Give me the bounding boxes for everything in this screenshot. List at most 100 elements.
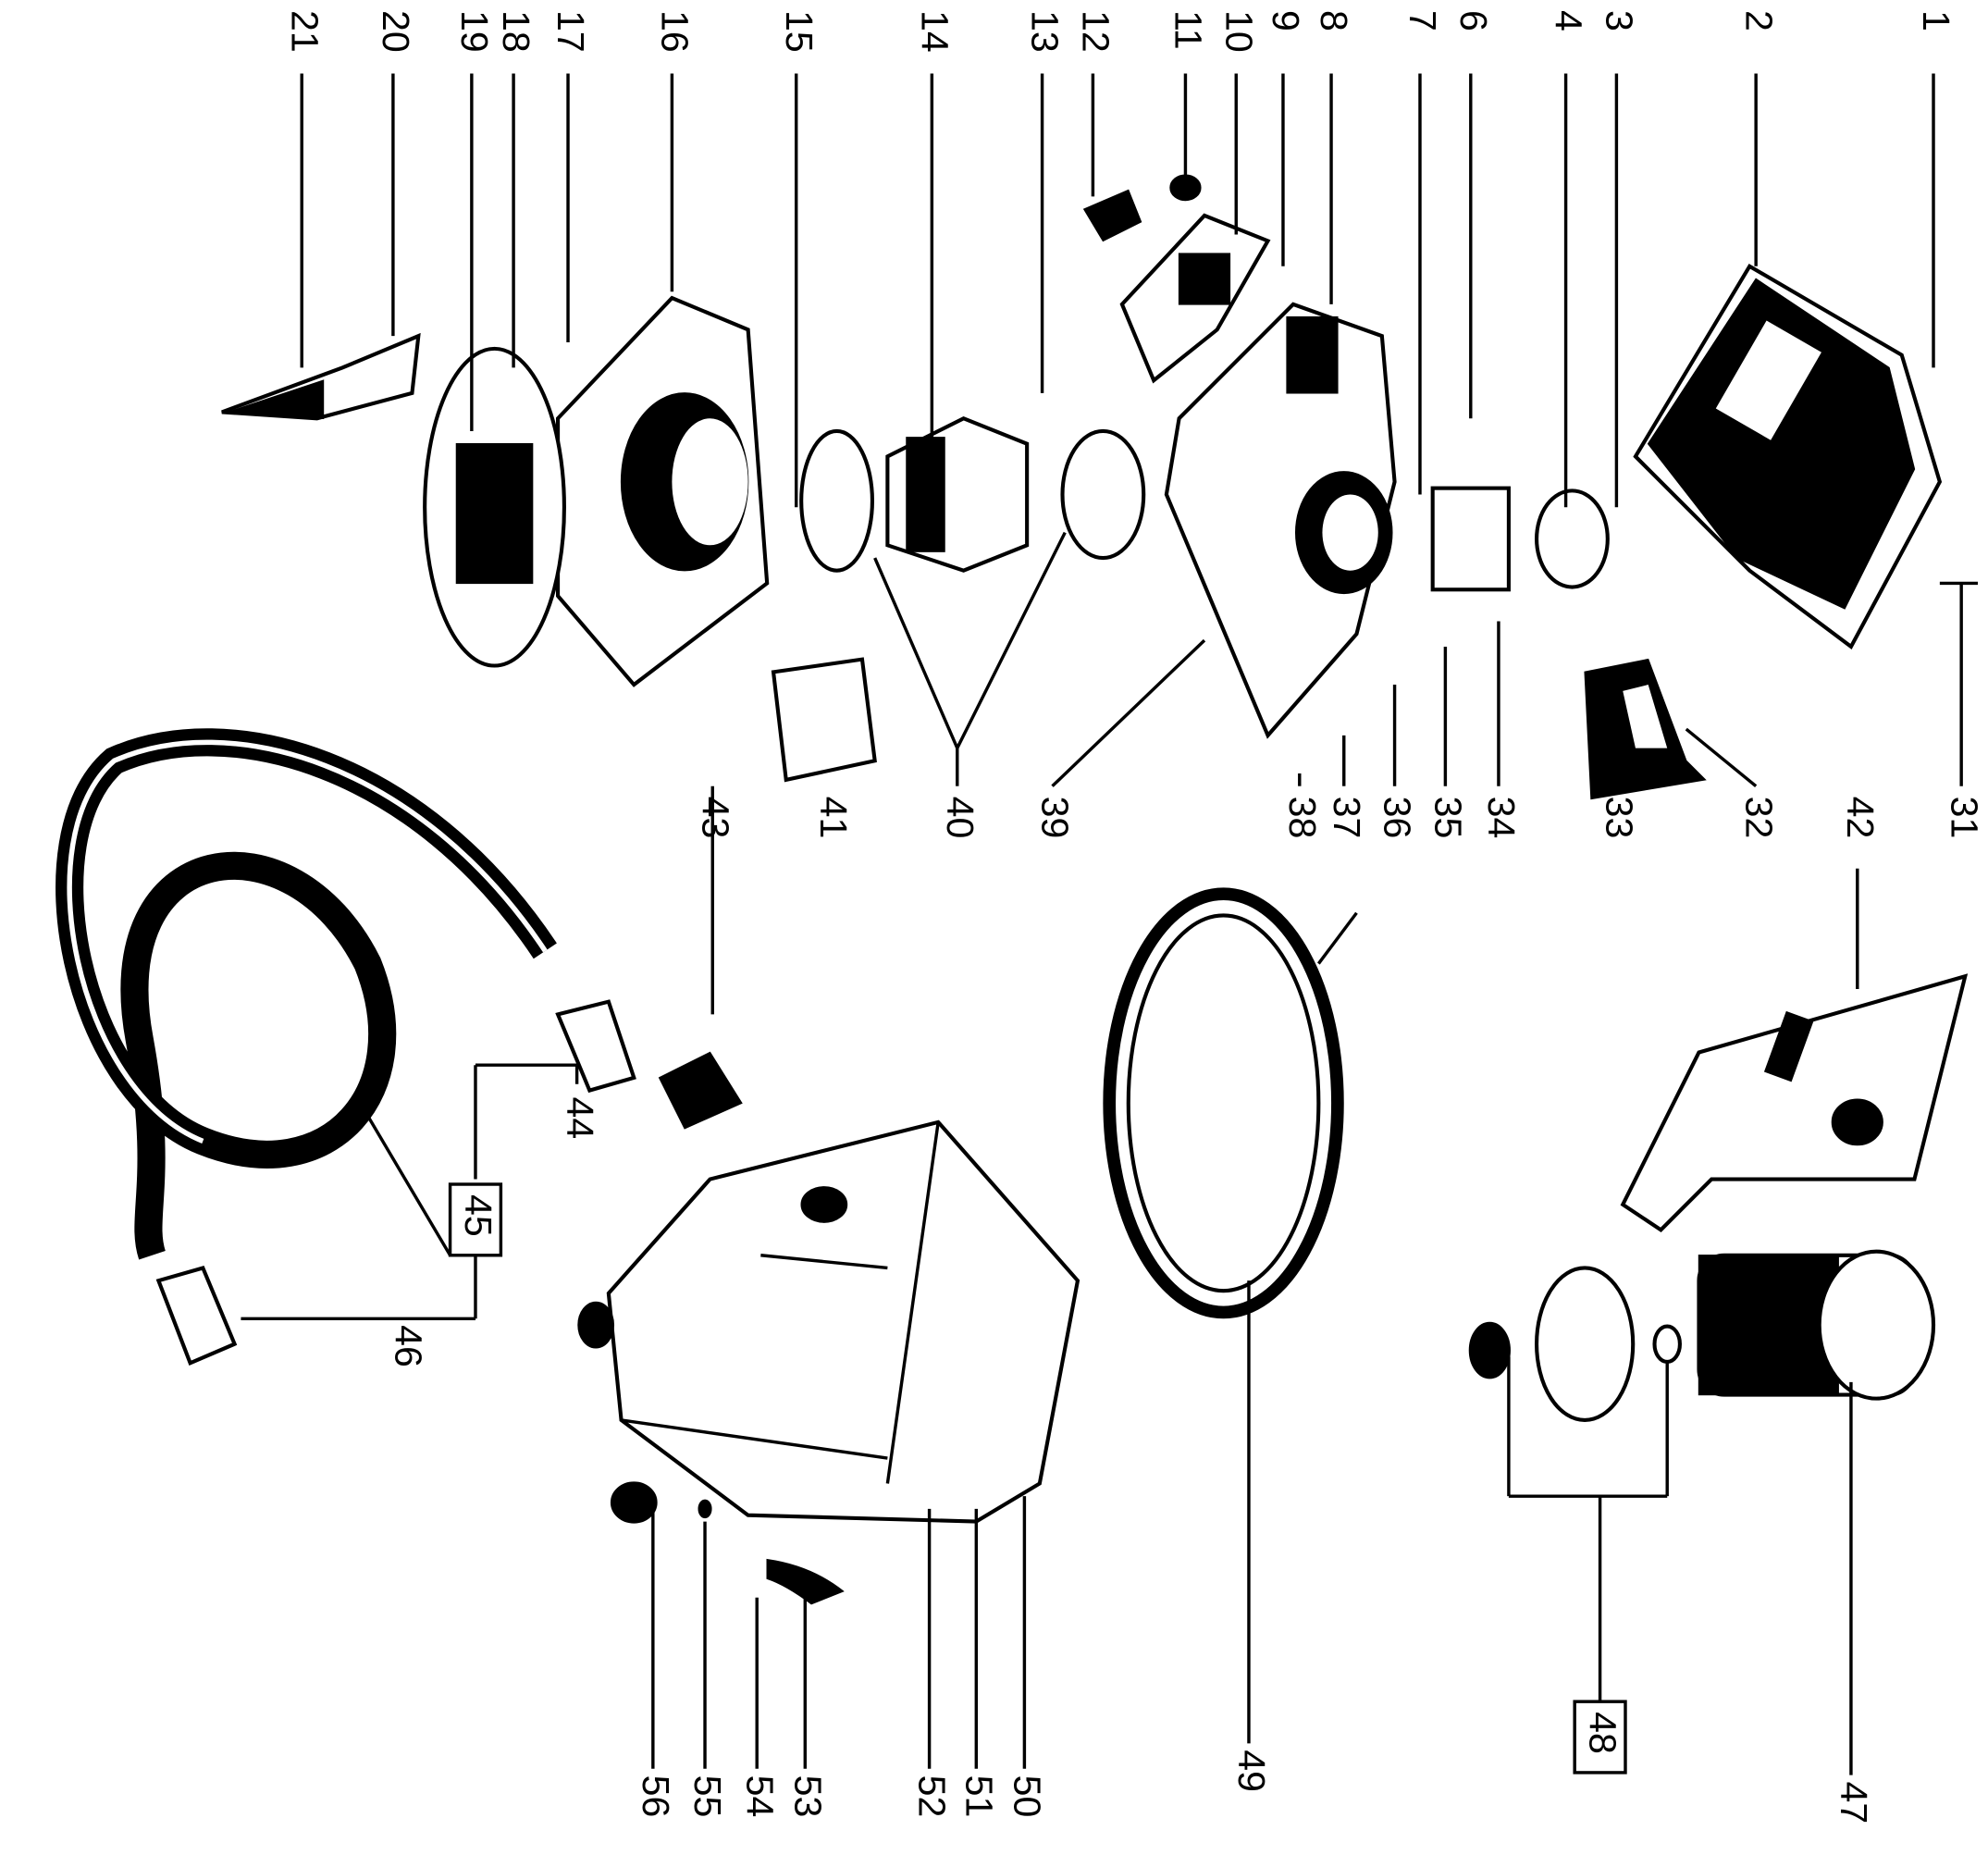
- part-number-label: 16: [654, 10, 697, 53]
- part-motor-housing: [1164, 302, 1397, 739]
- callout-17: 17: [549, 10, 592, 343]
- part-number-label: 56: [635, 1775, 677, 1818]
- part-number-label: 44: [559, 1096, 601, 1139]
- part-switch-plate: [1082, 174, 1271, 384]
- part-number-label: 32: [1737, 797, 1780, 839]
- part-number-label: 18: [495, 10, 537, 53]
- callout-47: 47: [1833, 1381, 1875, 1824]
- part-number-label: 38: [1281, 797, 1324, 839]
- part-hose: [56, 728, 636, 1366]
- callout-48: 48: [1507, 1356, 1669, 1775]
- part-rear-panel: [1584, 658, 1707, 800]
- part-number-label: 48: [1582, 1712, 1624, 1754]
- part-number-label: 10: [1217, 10, 1260, 53]
- leader-line: [1051, 638, 1206, 787]
- part-number-label: 31: [1943, 797, 1985, 839]
- part-bracket: [221, 332, 421, 421]
- callout-51: 51: [957, 1508, 1000, 1818]
- part-number-label: 11: [1167, 10, 1210, 50]
- part-number-label: 2: [1737, 10, 1780, 31]
- callout-36: 36: [1377, 685, 1419, 838]
- callout-53: 53: [786, 1585, 829, 1817]
- part-number-label: 37: [1326, 797, 1368, 839]
- callout-2: 2: [1737, 10, 1780, 266]
- part-number-label: 53: [786, 1775, 829, 1818]
- callout-55: 55: [686, 1521, 729, 1818]
- callout-38: 38: [1281, 773, 1324, 838]
- part-number-label: 54: [738, 1775, 781, 1818]
- part-number-label: 21: [283, 10, 326, 53]
- callout-52: 52: [911, 1508, 954, 1818]
- callout-40: 40: [873, 531, 1067, 839]
- callout-6: 6: [1452, 10, 1495, 419]
- part-lid: [1633, 264, 1978, 650]
- callout-13: 13: [1024, 10, 1067, 393]
- callout-34: 34: [1480, 621, 1523, 839]
- part-number-label: 47: [1833, 1782, 1875, 1824]
- part-number-label: 41: [812, 797, 855, 839]
- part-number-label: 7: [1401, 10, 1444, 31]
- leader-line: [873, 557, 959, 749]
- part-number-label: 46: [388, 1325, 430, 1367]
- callout-32: 32: [1685, 727, 1780, 839]
- callout-20: 20: [375, 10, 417, 337]
- callout-14: 14: [913, 10, 956, 438]
- part-number-label: 40: [939, 797, 982, 839]
- part-number-label: 6: [1452, 10, 1495, 31]
- callout-45: 45: [366, 1115, 503, 1257]
- part-motor-plate: [423, 295, 770, 687]
- callout-19: 19: [453, 10, 496, 431]
- callout-10: 10: [1217, 10, 1260, 235]
- callout-16: 16: [654, 10, 697, 292]
- part-number-label: 52: [911, 1775, 954, 1818]
- callout-7: 7: [1401, 10, 1444, 495]
- part-number-label: 35: [1427, 797, 1470, 839]
- callout-43: 43: [694, 785, 736, 1015]
- callout-31: 31: [1943, 583, 1985, 838]
- part-number-label: 34: [1480, 797, 1523, 839]
- callout-50: 50: [1006, 1496, 1049, 1817]
- part-number-label: 51: [957, 1775, 1000, 1818]
- callout-42: 42: [1839, 797, 1882, 989]
- leader-line: [956, 531, 1067, 749]
- callout-46: 46: [241, 1255, 477, 1367]
- callout-54: 54: [738, 1597, 781, 1818]
- part-number-label: 14: [913, 10, 956, 53]
- callout-box: [1573, 1700, 1627, 1775]
- callout-49: 49: [1230, 1280, 1273, 1792]
- part-cord-reel: [1103, 887, 1358, 1319]
- part-number-label: 12: [1075, 10, 1117, 53]
- part-number-label: 42: [1839, 797, 1882, 839]
- part-number-label: 19: [453, 10, 496, 53]
- callout-layer: 1234678910111213141516171819202131333435…: [241, 10, 1985, 1824]
- part-number-label: 49: [1230, 1750, 1273, 1792]
- callout-37: 37: [1326, 735, 1368, 839]
- callout-18: 18: [495, 10, 537, 368]
- part-number-label: 39: [1034, 797, 1077, 839]
- callout-56: 56: [635, 1508, 677, 1818]
- part-number-label: 55: [686, 1775, 729, 1818]
- callout-41: 41: [812, 797, 855, 839]
- part-number-label: 50: [1006, 1775, 1049, 1818]
- callout-35: 35: [1427, 646, 1470, 839]
- callout-3: 3: [1599, 10, 1641, 508]
- callout-9: 9: [1265, 10, 1307, 266]
- part-number-label: 15: [778, 10, 821, 53]
- callout-12: 12: [1075, 10, 1117, 197]
- leader-line: [366, 1115, 452, 1256]
- part-number-label: 9: [1265, 10, 1307, 31]
- callout-11: 11: [1167, 10, 1210, 178]
- callout-15: 15: [778, 10, 821, 508]
- part-handle: [1620, 973, 1969, 1233]
- leader-line: [1685, 727, 1758, 788]
- part-filter: [1468, 1249, 1936, 1422]
- part-container: [577, 1051, 1080, 1605]
- part-number-label: 8: [1313, 10, 1355, 31]
- part-number-label: 43: [694, 797, 736, 839]
- callout-1: 1: [1915, 10, 1957, 368]
- part-number-label: 33: [1599, 797, 1641, 839]
- part-motor: [771, 416, 1146, 783]
- callout-8: 8: [1313, 10, 1355, 304]
- part-number-label: 17: [549, 10, 592, 53]
